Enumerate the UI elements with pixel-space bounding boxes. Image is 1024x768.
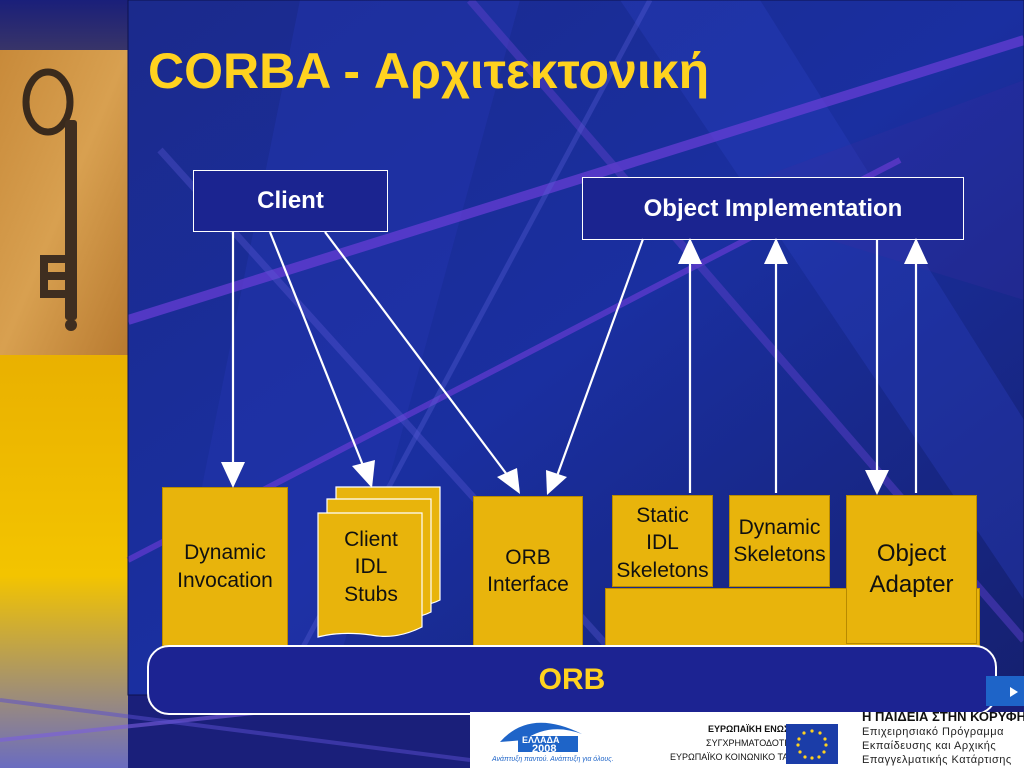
arrowhead-orb-interface-right: [546, 470, 567, 495]
orb-bar: ORB: [147, 645, 997, 715]
arrow-client-to-client-stubs: [270, 232, 364, 468]
arrow-objimpl-to-orb-interface: [557, 239, 643, 476]
arrowhead-dynamic-skeletons: [764, 238, 788, 264]
arrowhead-objimpl-right: [904, 238, 928, 264]
orb-label: ORB: [539, 663, 606, 697]
program-title: Η ΠΑΙΔΕΙΑ ΣΤΗΝ ΚΟΡΥΦΗ: [862, 712, 1024, 724]
greece-logo-motto: Ανάπτυξη παντού. Ανάπτυξη για όλους.: [492, 756, 614, 763]
arrowhead-dynamic-invocation: [221, 462, 245, 488]
eu-line1: ΕΥΡΩΠΑΪΚΗ ΕΝΩΣΗ: [708, 724, 796, 734]
arrowhead-static-skeletons: [678, 238, 702, 264]
arrowhead-orb-interface-left: [497, 468, 520, 494]
arrowhead-object-adapter: [865, 470, 889, 495]
program-line3: Επαγγελματικής Κατάρτισης: [862, 754, 1012, 766]
greece-logo-year: 2008: [532, 743, 556, 755]
play-button[interactable]: [986, 676, 1024, 706]
program-line1: Επιχειρησιακό Πρόγραμμα: [862, 726, 1004, 738]
eu-flag-icon: [786, 724, 838, 764]
footer-logos: ΕΛΛΑΔΑ 2008 Ανάπτυξη παντού. Ανάπτυξη γι…: [470, 712, 1024, 768]
arrowhead-client-stubs: [352, 460, 375, 488]
program-line2: Εκπαίδευσης και Αρχικής: [862, 740, 996, 752]
play-icon: [986, 676, 1024, 706]
